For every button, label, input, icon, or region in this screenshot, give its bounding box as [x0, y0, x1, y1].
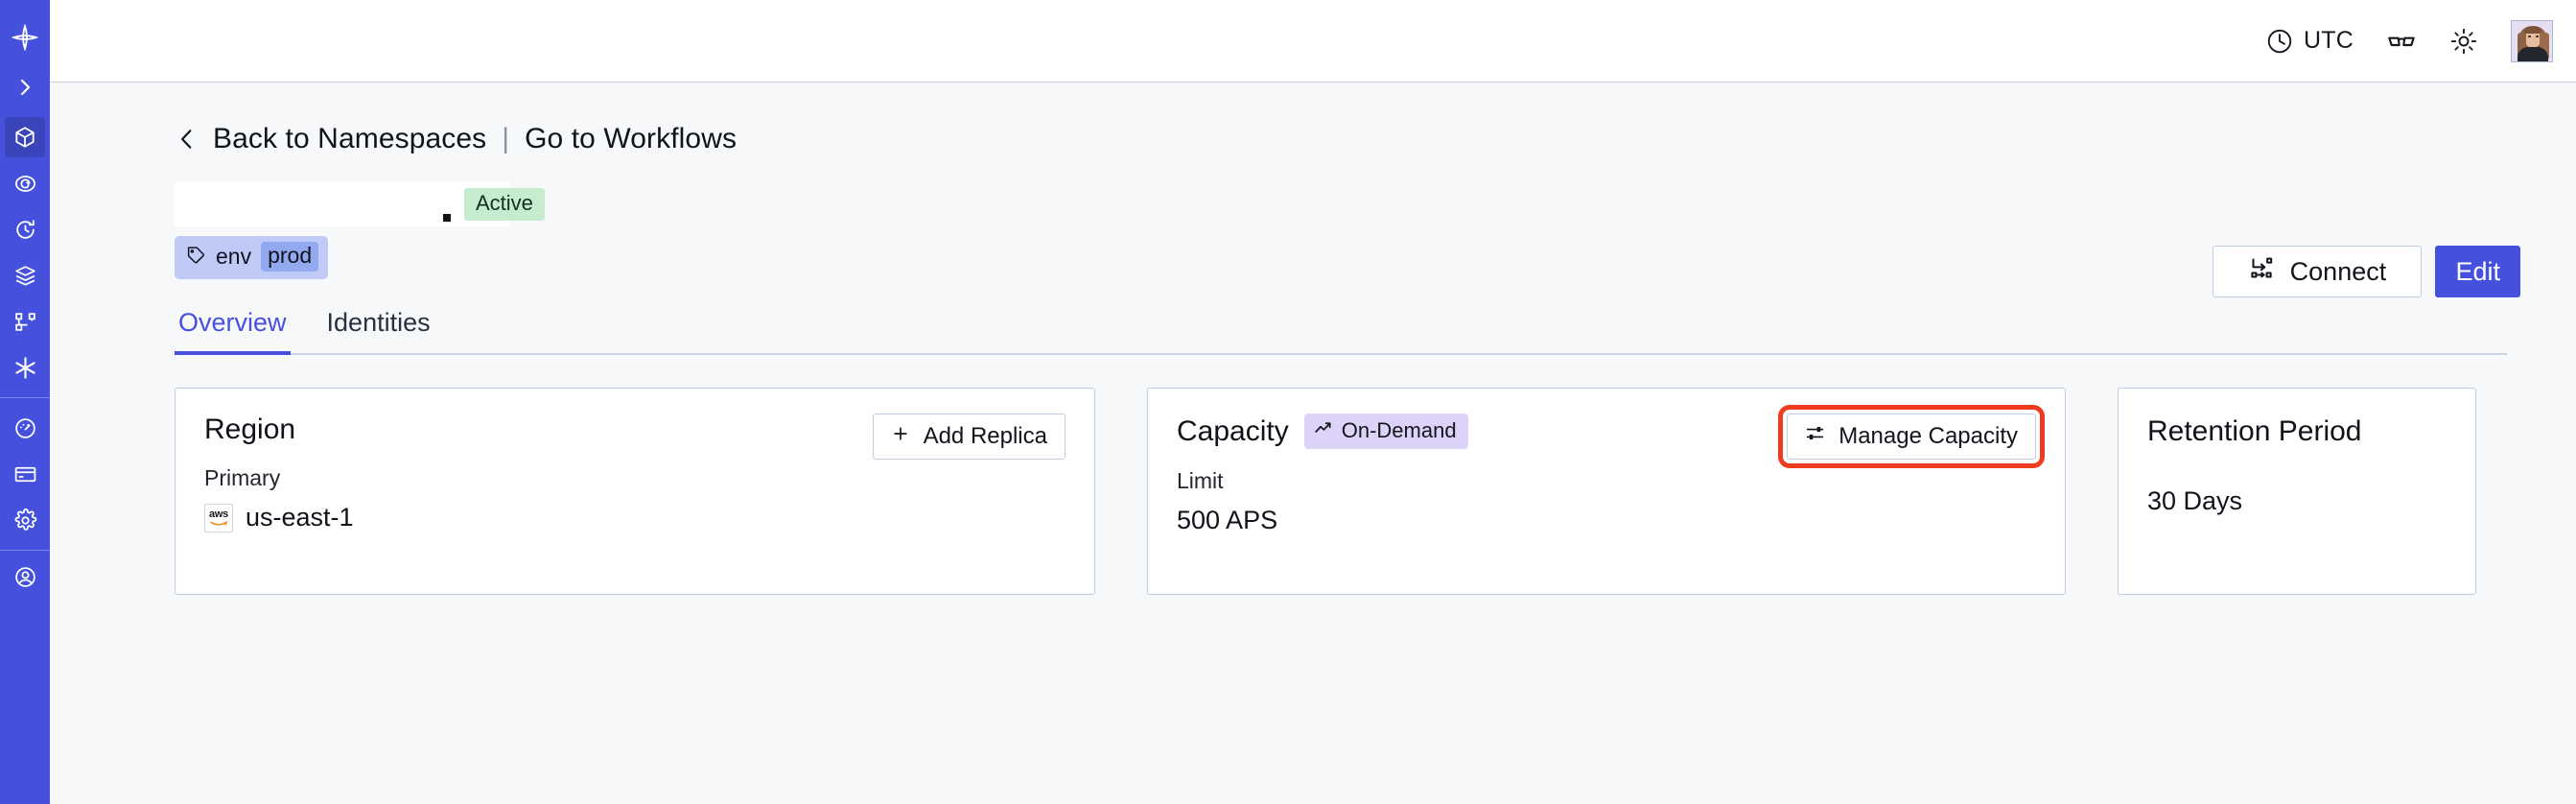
plus-icon	[891, 423, 910, 450]
sidebar-divider-2	[0, 550, 50, 551]
capacity-card: Capacity On-Demand	[1147, 388, 2066, 595]
avatar-fringe	[2524, 26, 2541, 34]
manage-capacity-button[interactable]: Manage Capacity	[1778, 405, 2045, 468]
add-replica-button[interactable]: Add Replica	[872, 414, 1066, 460]
region-primary-value: us-east-1	[246, 503, 354, 532]
sidebar-item-workflows[interactable]	[5, 301, 45, 342]
retention-card-header: Retention Period	[2147, 414, 2447, 448]
manage-capacity-label: Manage Capacity	[1838, 423, 2018, 449]
clock-history-icon	[13, 218, 37, 242]
sidebar-item-namespaces[interactable]	[5, 117, 45, 157]
top-bar: UTC	[50, 0, 2576, 83]
avatar-face	[2525, 28, 2541, 48]
breadcrumb-workflows-link[interactable]: Go to Workflows	[525, 123, 738, 154]
trending-up-icon	[1314, 418, 1334, 442]
main-content: Back to Namespaces | Go to Workflows Act…	[50, 83, 2576, 804]
breadcrumb-separator: |	[502, 123, 510, 154]
sidebar-item-batch-operations[interactable]	[5, 255, 45, 296]
tag-chip-env[interactable]: env prod	[175, 236, 329, 279]
page-title	[175, 182, 510, 226]
tag-key: env	[216, 244, 252, 269]
region-card: Region Add Replica Primary	[175, 388, 1095, 595]
avatar-eye-left	[2528, 35, 2531, 37]
primary-sidebar	[0, 0, 50, 804]
sidebar-item-logo[interactable]	[5, 17, 45, 58]
clock-icon	[2265, 27, 2294, 56]
avatar[interactable]	[2511, 19, 2553, 62]
region-primary-label: Primary	[204, 465, 281, 490]
layers-icon	[13, 264, 37, 288]
asterisk-icon	[12, 355, 38, 381]
sidebar-item-billing[interactable]	[5, 454, 45, 494]
avatar-eye-right	[2536, 35, 2539, 37]
capacity-card-header: Capacity On-Demand	[1177, 414, 2036, 449]
gear-icon	[13, 508, 37, 532]
avatar-body	[2517, 46, 2548, 61]
title-trailing-dot	[443, 214, 451, 222]
status-badge: Active	[464, 188, 545, 221]
aws-icon-text: aws	[209, 508, 228, 520]
connect-button[interactable]: Connect	[2213, 246, 2423, 297]
region-primary-value-row: aws us-east-1	[204, 503, 1066, 532]
docs-button[interactable]	[2386, 26, 2417, 57]
tab-identities[interactable]: Identities	[326, 308, 431, 337]
gauge-icon	[13, 416, 37, 440]
timezone-selector[interactable]: UTC	[2265, 27, 2354, 56]
connect-flow-icon	[2249, 255, 2275, 288]
retention-value: 30 Days	[2147, 486, 2243, 515]
sliders-icon	[1805, 423, 1825, 450]
capacity-limit-value: 500 APS	[1177, 506, 1278, 534]
edit-button[interactable]: Edit	[2435, 246, 2520, 297]
tab-bar: Overview Identities	[175, 308, 2507, 355]
timezone-label: UTC	[2304, 27, 2354, 54]
chevron-left-icon[interactable]	[175, 125, 199, 154]
sidebar-item-expand[interactable]	[5, 67, 45, 107]
sidebar-divider-1	[0, 397, 50, 398]
add-replica-label: Add Replica	[923, 423, 1047, 449]
sidebar-item-usage[interactable]	[5, 408, 45, 448]
tag-icon	[186, 245, 206, 269]
avatar-hair-right	[2540, 32, 2549, 61]
region-card-header: Region	[204, 414, 1066, 446]
sidebar-item-schedules[interactable]	[5, 209, 45, 249]
right-pane: UTC	[50, 0, 2576, 804]
namespace-title-row: Active	[175, 178, 2520, 230]
retention-card-title: Retention Period	[2147, 415, 2362, 447]
tag-value: prod	[261, 242, 319, 272]
namespace-tags: env prod	[175, 236, 2520, 279]
region-card-title: Region	[204, 414, 296, 445]
breadcrumb: Back to Namespaces | Go to Workflows	[175, 123, 2520, 155]
temporal-logo-icon	[12, 24, 38, 51]
overview-cards: Region Add Replica Primary	[175, 388, 2520, 595]
user-circle-icon	[13, 565, 37, 589]
sitemap-icon	[13, 310, 37, 334]
capacity-mode-badge: On-Demand	[1303, 414, 1468, 449]
sidebar-item-account[interactable]	[5, 556, 45, 597]
connect-button-label: Connect	[2289, 256, 2387, 286]
retention-period-card: Retention Period 30 Days	[2118, 388, 2476, 595]
capacity-limit-label: Limit	[1177, 468, 1224, 493]
capacity-card-title: Capacity	[1177, 414, 1289, 447]
header-actions: Connect Edit	[2213, 246, 2520, 297]
sidebar-item-observability[interactable]	[5, 163, 45, 203]
capacity-mode-label: On-Demand	[1341, 417, 1457, 442]
chevron-right-icon	[13, 76, 36, 99]
sun-icon	[2449, 27, 2478, 56]
glasses-icon	[2386, 26, 2417, 57]
credit-card-icon	[13, 462, 37, 486]
breadcrumb-back-link[interactable]: Back to Namespaces	[213, 123, 487, 154]
tab-overview[interactable]: Overview	[175, 308, 291, 355]
avatar-hair-left	[2517, 32, 2526, 59]
sidebar-item-settings[interactable]	[5, 500, 45, 540]
aws-icon: aws	[204, 503, 233, 532]
theme-toggle-button[interactable]	[2449, 27, 2478, 56]
cube-icon	[12, 125, 37, 150]
eye-spiral-icon	[13, 172, 37, 196]
sidebar-item-nexus[interactable]	[5, 347, 45, 388]
edit-button-label: Edit	[2455, 256, 2500, 286]
